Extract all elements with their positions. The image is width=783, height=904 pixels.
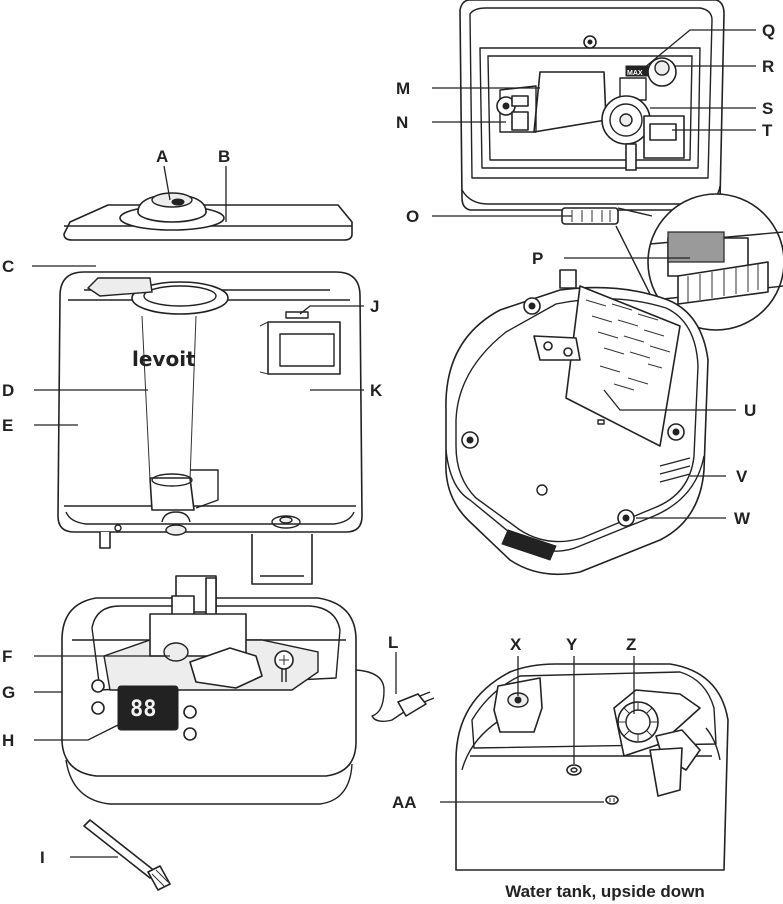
label-k: K: [370, 381, 383, 400]
callout-lines: [32, 29, 756, 858]
label-l: L: [388, 633, 398, 652]
part-labels: A B C D E F G H I J K L M N O P Q R S T …: [2, 21, 775, 867]
label-x: X: [510, 635, 522, 654]
base-interior: MAX: [459, 0, 725, 225]
label-m: M: [396, 79, 410, 98]
base-unit: 88: [61, 575, 435, 805]
label-g: G: [2, 683, 15, 702]
control-display-digits: 88: [130, 697, 157, 722]
label-u: U: [744, 401, 756, 420]
label-v: V: [736, 467, 748, 486]
max-mark: MAX: [627, 70, 643, 77]
label-a: A: [156, 147, 168, 166]
label-j: J: [370, 297, 379, 316]
label-f: F: [2, 647, 12, 666]
water-tank: levoit: [57, 271, 363, 585]
label-aa: AA: [392, 793, 417, 812]
tank-upside-down: [455, 663, 729, 871]
cleaning-brush: [83, 819, 171, 891]
label-d: D: [2, 381, 14, 400]
lid: [63, 192, 353, 241]
brand-logo: levoit: [132, 347, 196, 371]
label-w: W: [734, 509, 751, 528]
label-p: P: [532, 249, 543, 268]
label-z: Z: [626, 635, 636, 654]
label-t: T: [762, 121, 773, 140]
label-y: Y: [566, 635, 578, 654]
magnified-vent-detail: [615, 193, 783, 331]
label-b: B: [218, 147, 230, 166]
tank-caption: Water tank, upside down: [505, 882, 705, 901]
label-c: C: [2, 257, 14, 276]
base-underside: [445, 269, 709, 576]
label-o: O: [406, 207, 419, 226]
label-i: I: [40, 848, 45, 867]
label-e: E: [2, 416, 13, 435]
label-s: S: [762, 99, 773, 118]
label-h: H: [2, 731, 14, 750]
label-r: R: [762, 57, 774, 76]
label-n: N: [396, 113, 408, 132]
label-q: Q: [762, 21, 775, 40]
